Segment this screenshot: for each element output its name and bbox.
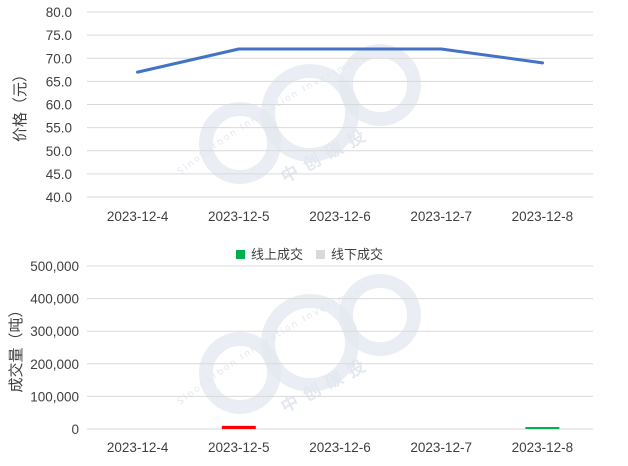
line-point — [237, 47, 241, 51]
y-tick-label: 65.0 — [46, 74, 72, 89]
line-point — [439, 47, 443, 51]
y-tick-label: 55.0 — [46, 121, 72, 136]
x-tick-label: 2023-12-8 — [512, 209, 574, 224]
x-tick-label: 2023-12-7 — [410, 209, 472, 224]
x-tick-label: 2023-12-7 — [410, 440, 472, 455]
y-tick-label: 50.0 — [46, 144, 72, 159]
y-tick-label: 80.0 — [46, 5, 72, 20]
bar — [525, 427, 560, 429]
y-tick-label: 75.0 — [46, 28, 72, 43]
watermark-circle-icon — [339, 44, 421, 126]
legend: 线上成交 线下成交 — [236, 247, 383, 263]
y-tick-label: 70.0 — [46, 51, 72, 66]
legend-label: 线下成交 — [331, 247, 383, 263]
y-tick-label: 0 — [71, 422, 79, 437]
y-tick-label: 60.0 — [46, 98, 72, 113]
x-tick-label: 2023-12-6 — [309, 209, 371, 224]
y-tick-label: 200,000 — [30, 357, 79, 372]
bar — [221, 425, 256, 429]
line-point — [338, 47, 342, 51]
x-tick-label: 2023-12-8 — [512, 440, 574, 455]
y-tick-label: 40.0 — [46, 190, 72, 205]
x-tick-label: 2023-12-6 — [309, 440, 371, 455]
x-tick-label: 2023-12-5 — [208, 209, 270, 224]
x-tick-label: 2023-12-5 — [208, 440, 270, 455]
y-tick-label: 45.0 — [46, 167, 72, 182]
y-axis-label: 价格（元） — [11, 67, 29, 142]
line-point — [136, 70, 140, 74]
x-tick-label: 2023-12-4 — [107, 440, 169, 455]
legend-swatch — [316, 250, 325, 259]
y-tick-label: 300,000 — [30, 324, 79, 339]
y-tick-label: 500,000 — [30, 259, 79, 274]
watermark-circle-icon — [339, 274, 421, 356]
y-tick-label: 400,000 — [30, 292, 79, 307]
y-axis-label: 成交量（吨） — [7, 302, 25, 392]
line-point — [540, 61, 544, 65]
legend-swatch — [236, 250, 245, 259]
y-tick-label: 100,000 — [30, 389, 79, 404]
legend-label: 线上成交 — [251, 247, 303, 263]
x-tick-label: 2023-12-4 — [107, 209, 169, 224]
